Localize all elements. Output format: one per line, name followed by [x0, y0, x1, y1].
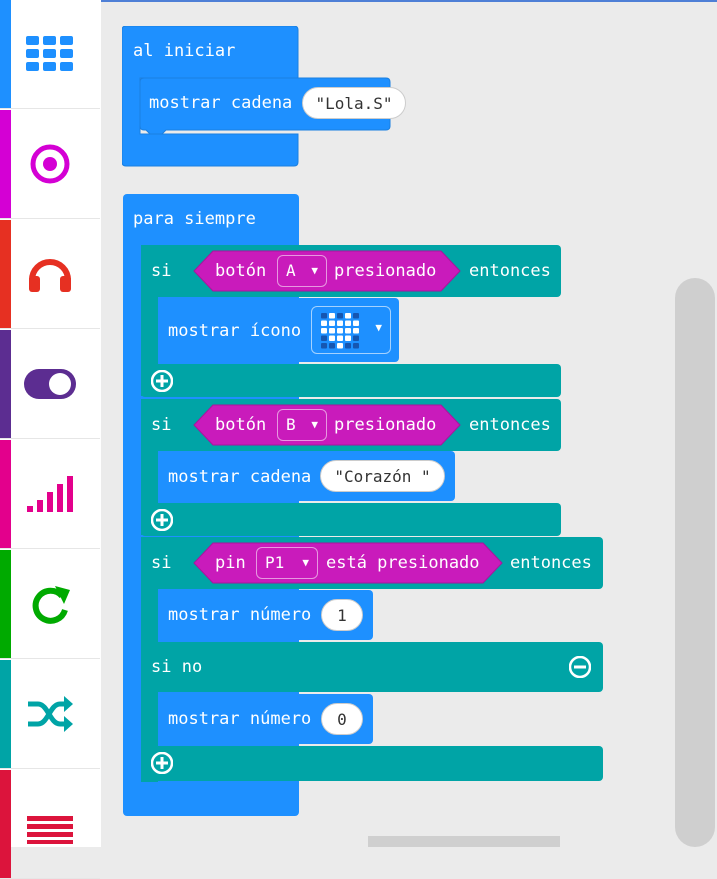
remove-else-minus-icon[interactable]: [569, 656, 591, 678]
button-b-pressed-condition[interactable]: [193, 404, 461, 446]
horizontal-scrollbar[interactable]: [368, 836, 560, 847]
pressed-label: presionado: [334, 261, 437, 281]
chevron-down-icon: ▼: [375, 321, 382, 334]
button-value: B: [286, 415, 296, 434]
number-value-1[interactable]: 1: [321, 599, 363, 631]
target-icon: [30, 144, 70, 184]
workspace-top-border: [101, 0, 717, 2]
pin-dropdown[interactable]: P1 ▼: [256, 547, 318, 579]
toolbox: [0, 0, 102, 879]
toolbox-category-led[interactable]: [0, 330, 100, 439]
signal-bars-icon: [27, 476, 73, 512]
chevron-down-icon: ▼: [302, 556, 309, 569]
show-number-label: mostrar número: [168, 605, 312, 625]
headphones-icon: [29, 259, 71, 292]
toolbox-category-basic[interactable]: [0, 0, 100, 109]
pin-pressed-label: está presionado: [326, 553, 480, 573]
if-block-a-spine: [141, 245, 158, 396]
show-string-label: mostrar cadena: [149, 93, 293, 113]
toolbox-category-loops[interactable]: [0, 550, 100, 659]
category-color-bar: [0, 330, 11, 438]
toolbox-category-input[interactable]: [0, 110, 100, 219]
add-else-plus-icon[interactable]: [151, 752, 173, 774]
show-number-label: mostrar número: [168, 709, 312, 729]
category-color-bar: [0, 770, 11, 878]
forever-label: para siempre: [133, 209, 256, 229]
on-start-label: al iniciar: [133, 41, 236, 61]
category-color-bar: [0, 440, 11, 548]
if-block-a-footer: [141, 364, 561, 397]
if-label: si: [151, 261, 172, 281]
add-else-plus-icon[interactable]: [151, 509, 173, 531]
toolbox-category-variables[interactable]: [0, 770, 100, 879]
button-label: botón: [215, 415, 267, 435]
category-color-bar: [0, 0, 11, 108]
button-a-dropdown[interactable]: A▼: [277, 255, 327, 287]
if-block-b-footer: [141, 503, 561, 536]
toolbox-category-radio[interactable]: [0, 440, 100, 549]
category-color-bar: [0, 550, 11, 658]
if-label: si: [151, 553, 172, 573]
pin-value: P1: [265, 553, 285, 572]
button-b-dropdown[interactable]: B▼: [277, 409, 327, 441]
pin-label: pin: [215, 553, 246, 573]
pin-pressed-condition[interactable]: [193, 542, 503, 584]
grid-icon: [26, 36, 73, 71]
category-color-bar: [0, 660, 11, 768]
chevron-down-icon: ▼: [311, 264, 318, 277]
icon-dropdown[interactable]: ▼: [311, 306, 391, 354]
toggle-icon: [24, 369, 76, 399]
category-color-bar: [0, 110, 11, 218]
button-a-pressed-condition[interactable]: [193, 250, 461, 292]
chevron-down-icon: ▼: [311, 418, 318, 431]
pressed-label: presionado: [334, 415, 437, 435]
if-label: si: [151, 415, 172, 435]
list-lines-icon: [27, 816, 73, 844]
else-label: si no: [151, 657, 203, 677]
string-value-corazon[interactable]: "Corazón ": [320, 460, 445, 492]
number-value-0[interactable]: 0: [321, 703, 363, 735]
button-value: A: [286, 261, 296, 280]
toolbox-category-music[interactable]: [0, 220, 100, 329]
vertical-scrollbar[interactable]: [675, 278, 715, 847]
show-icon-label: mostrar ícono: [168, 321, 302, 341]
heart-icon: [320, 312, 360, 350]
string-value-lola[interactable]: "Lola.S": [302, 87, 406, 119]
then-label: entonces: [469, 261, 551, 281]
then-label: entonces: [469, 415, 551, 435]
if-else-block-footer: [141, 746, 603, 781]
then-label: entonces: [510, 553, 592, 573]
toolbox-category-logic[interactable]: [0, 660, 100, 769]
loop-arrow-icon: [32, 586, 70, 624]
shuffle-icon: [28, 696, 73, 732]
category-color-bar: [0, 220, 11, 328]
button-label: botón: [215, 261, 267, 281]
else-section: [141, 642, 603, 692]
show-string-label: mostrar cadena: [168, 467, 312, 487]
add-else-plus-icon[interactable]: [151, 370, 173, 392]
if-block-b-spine: [141, 399, 158, 535]
